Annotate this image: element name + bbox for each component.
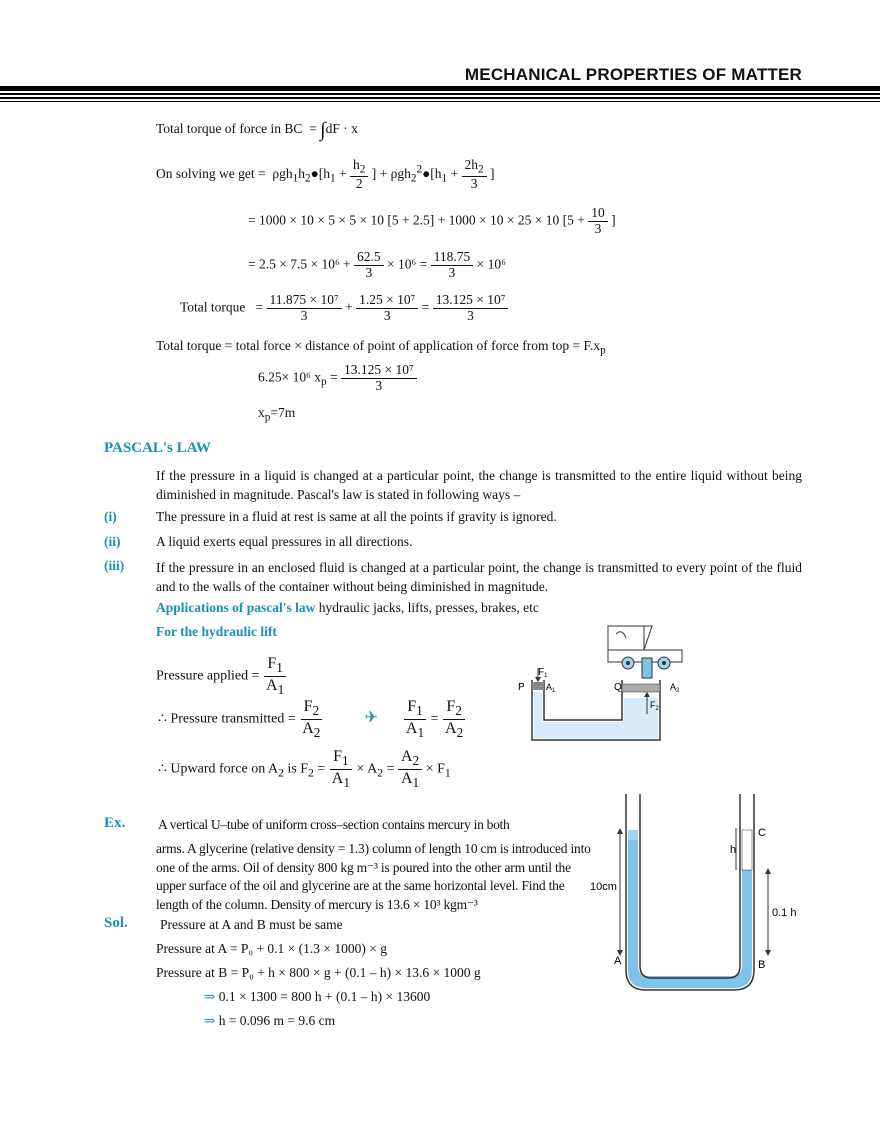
torque-bc-line: Total torque of force in BC = ∫dF · x xyxy=(156,119,358,141)
section-heading-pascal: PASCAL's LAW xyxy=(104,440,211,456)
header-rule xyxy=(0,93,880,95)
label-0-1-h: 0.1 h xyxy=(772,907,796,919)
container-outline xyxy=(531,680,661,741)
item-number: (ii) xyxy=(104,534,121,549)
arrow-head-icon xyxy=(535,677,541,682)
header-rule xyxy=(0,86,880,91)
implies-arrow-icon: ⇒ xyxy=(204,1013,216,1028)
solution-label: Sol. xyxy=(104,915,128,931)
oil-column xyxy=(741,829,753,871)
header-rule xyxy=(0,101,880,102)
item-text: A liquid exerts equal pressures in all d… xyxy=(156,534,413,549)
piston-left xyxy=(532,682,544,690)
label-a1: A1 xyxy=(546,682,556,694)
arrow-head-icon xyxy=(765,868,771,874)
item-text: The pressure in a fluid at rest is same … xyxy=(156,509,557,524)
example-first-line: A vertical U–tube of uniform cross–secti… xyxy=(158,817,510,832)
lift-post xyxy=(641,657,653,679)
xp-result: xp=7m xyxy=(258,405,296,424)
item-number: (iii) xyxy=(104,558,125,573)
container-liquid xyxy=(534,692,658,738)
piston-right xyxy=(621,683,661,693)
truck-wheel xyxy=(626,661,630,665)
pascal-intro: If the pressure in a liquid is changed a… xyxy=(156,468,802,502)
item-number: (i) xyxy=(104,509,117,524)
header-rule xyxy=(0,97,880,99)
arrow-head-icon xyxy=(644,692,650,697)
item-text: If the pressure in an enclosed fluid is … xyxy=(156,560,802,594)
glycerine-column xyxy=(628,830,638,840)
label-a: A xyxy=(614,955,622,967)
label-h: h xyxy=(730,844,736,856)
implies-arrow-icon: ⇒ xyxy=(204,989,216,1004)
arrow-head-icon xyxy=(765,950,771,956)
solution-line: Pressure at A and B must be same xyxy=(160,917,343,932)
u-tube-outline xyxy=(625,794,755,991)
hydraulic-lift-diagram: F1 P A1 Q A2 F2 xyxy=(518,625,683,741)
integral-sign: ∫ xyxy=(320,119,326,141)
truck-wheel xyxy=(662,661,666,665)
solution-line: Pressure at B = P₀ + h × 800 × g + (0.1 … xyxy=(156,965,481,980)
example-text: arms. A glycerine (relative density = 1.… xyxy=(156,841,591,912)
u-tube-diagram: h C 10cm 0.1 h A B xyxy=(590,794,796,991)
hydraulic-lift-heading: For the hydraulic lift xyxy=(156,624,277,639)
example-label: Ex. xyxy=(104,815,126,831)
truck-icon xyxy=(607,625,683,663)
label-a2: A2 xyxy=(670,682,680,694)
torque-line1: = 1000 × 10 × 5 × 5 × 10 [5 + 2.5] + 100… xyxy=(248,205,616,236)
label-c: C xyxy=(758,827,766,839)
application-line: Total torque = total force × distance of… xyxy=(156,338,606,357)
label-b: B xyxy=(758,959,765,971)
label-q: Q xyxy=(614,682,622,693)
applications-line: Applications of pascal's law hydraulic j… xyxy=(156,600,539,615)
arrow-head-icon xyxy=(617,950,623,956)
label-f1: F1 xyxy=(538,667,548,679)
page-header-title: MECHANICAL PROPERTIES OF MATTER xyxy=(464,65,802,84)
solution-step: ⇒ h = 0.096 m = 9.6 cm xyxy=(204,1013,336,1028)
arrow-head-icon xyxy=(617,828,623,834)
implies-icon: ✈ xyxy=(364,709,378,727)
label-p: P xyxy=(518,682,525,693)
label-f2: F2 xyxy=(650,700,660,712)
solution-line: Pressure at A = P₀ + 0.1 × (1.3 × 1000) … xyxy=(156,941,388,956)
label-10cm: 10cm xyxy=(590,881,617,893)
solution-step: ⇒ 0.1 × 1300 = 800 h + (0.1 – h) × 13600 xyxy=(204,989,431,1004)
